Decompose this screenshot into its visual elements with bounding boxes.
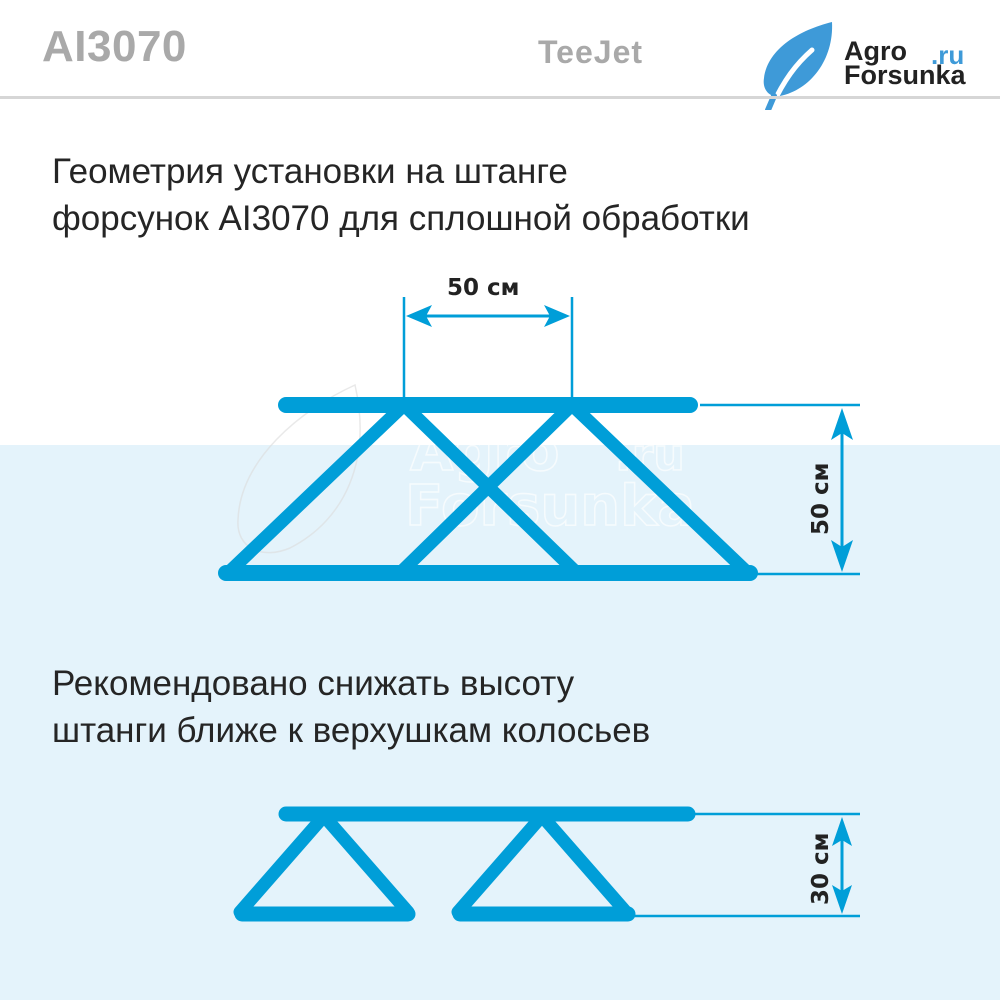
section1-title-line1: Геометрия установки на штанге: [52, 152, 568, 191]
logo-text-ru: .ru: [931, 40, 965, 70]
spacing-dimension: [402, 297, 574, 405]
boom-diagram-50cm: [218, 397, 758, 581]
height-dimension-30cm: [635, 812, 860, 918]
model-label: AI3070: [42, 22, 187, 71]
boom-diagram-30cm: [233, 806, 696, 922]
height-label-30cm: 30 см: [808, 833, 834, 905]
section2-title-line2: штанги ближе к верхушкам колосьев: [52, 711, 651, 750]
agroforsunka-logo: Agro Forsunka .ru: [760, 20, 1000, 110]
section1-title-line2: форсунок AI3070 для сплошной обработки: [52, 199, 750, 238]
brand-label: TeeJet: [538, 34, 644, 70]
header-divider: [0, 96, 1000, 99]
section2-title: Рекомендовано снижать высоту штанги ближ…: [52, 660, 650, 754]
height-label-50cm: 50 см: [808, 463, 834, 535]
spacing-label: 50 см: [447, 275, 519, 301]
logo-text-agro: Agro: [844, 36, 907, 66]
section2-title-line1: Рекомендовано снижать высоту: [52, 664, 575, 703]
logo-text-forsunka: Forsunka: [844, 60, 966, 90]
height-dimension-50cm: [700, 403, 860, 576]
section1-title: Геометрия установки на штанге форсунок A…: [52, 148, 750, 242]
